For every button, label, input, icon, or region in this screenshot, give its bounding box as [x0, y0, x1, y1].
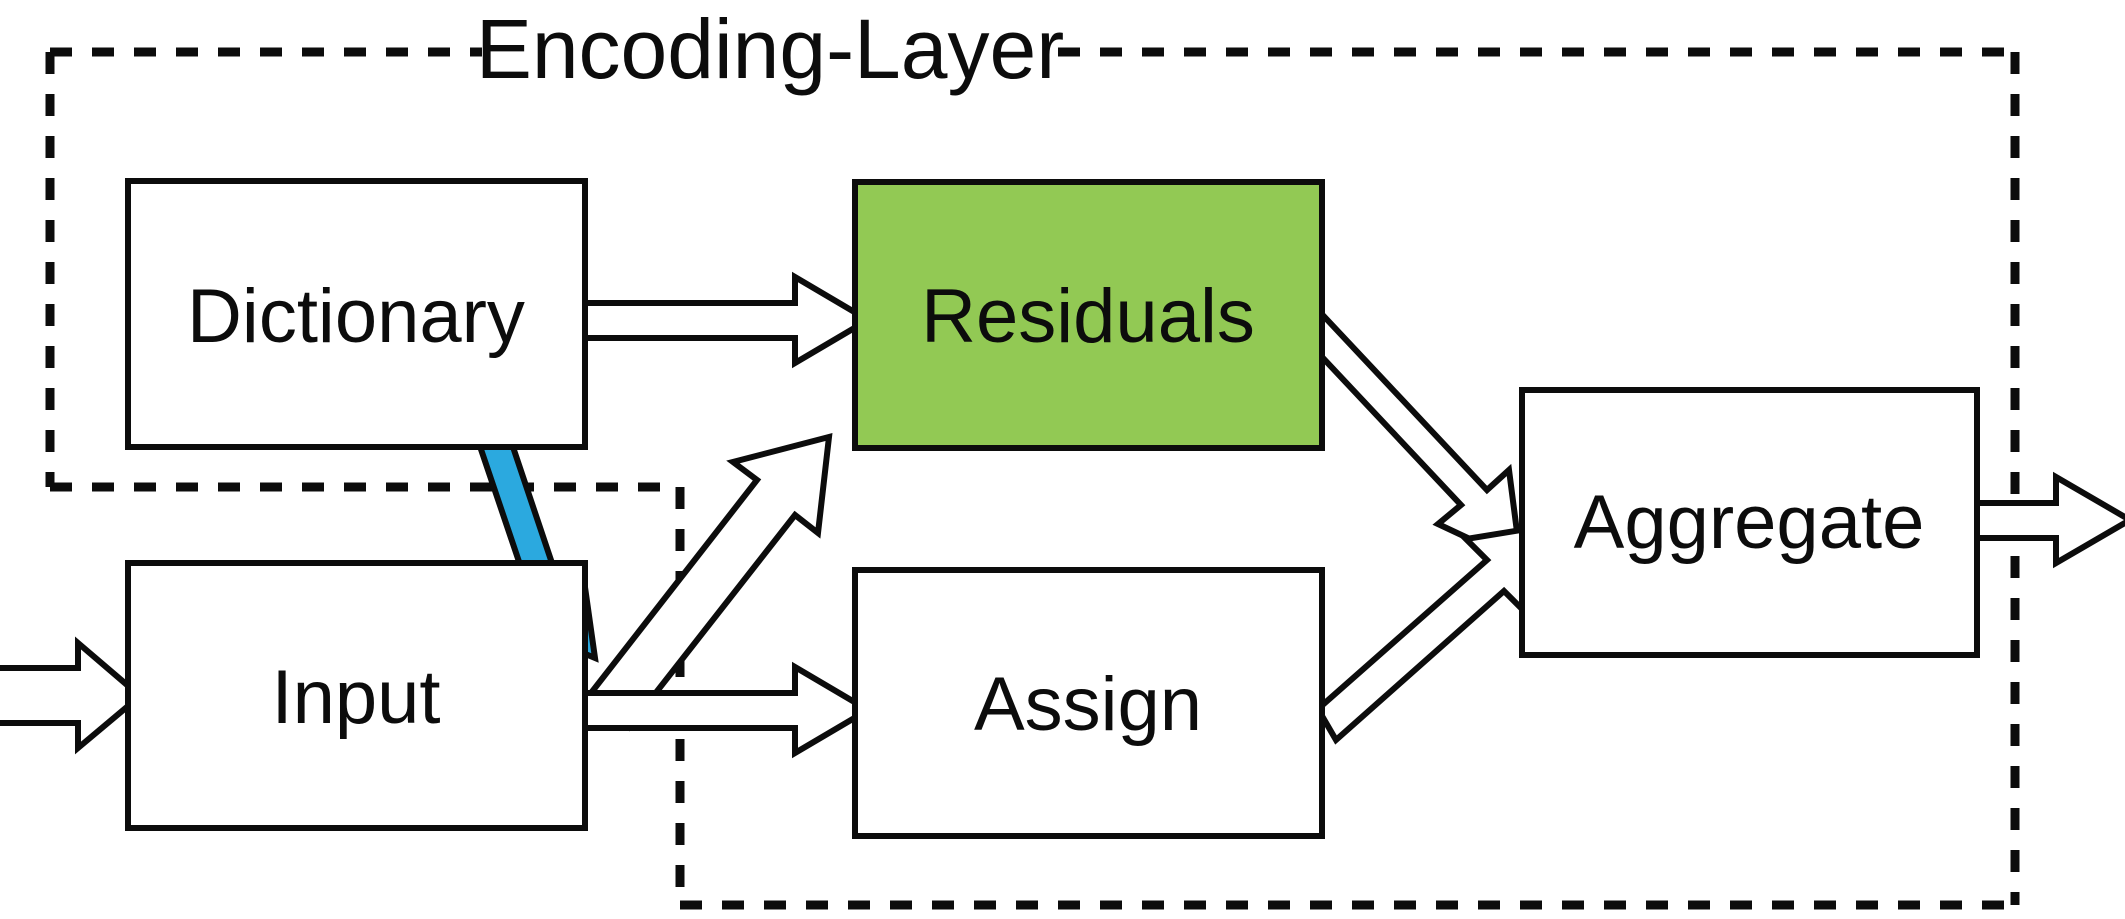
node-dictionary-box[interactable]: [125, 178, 588, 450]
node-layer: Dictionary Input Residuals Assign Aggreg…: [125, 178, 1980, 839]
node-dictionary-label: Dictionary: [187, 274, 525, 359]
encoding-layer-group-border: [45, 47, 2020, 910]
node-aggregate-label: Aggregate: [1574, 480, 1925, 565]
node-assign[interactable]: Assign: [852, 567, 1325, 839]
node-dictionary[interactable]: Dictionary: [125, 178, 588, 450]
node-assign-label: Assign: [974, 662, 1202, 747]
node-assign-box[interactable]: [852, 567, 1325, 839]
encoding-layer-title: Encoding-Layer: [476, 2, 1064, 96]
node-aggregate-box[interactable]: [1519, 387, 1980, 658]
node-input-label: Input: [271, 655, 440, 740]
edge-dictionary-residuals: [580, 271, 874, 369]
node-aggregate[interactable]: Aggregate: [1519, 387, 1980, 658]
edge-aggregate-out: [1969, 471, 2125, 569]
edge-layer: [0, 226, 2125, 759]
node-input[interactable]: Input: [125, 560, 588, 831]
node-residuals[interactable]: Residuals: [852, 179, 1325, 451]
node-residuals-box[interactable]: [852, 179, 1325, 451]
node-input-box[interactable]: [125, 560, 588, 831]
edge-input-assign: [580, 661, 874, 759]
edge-residuals-aggregate: [1287, 306, 1525, 569]
node-residuals-label: Residuals: [921, 274, 1255, 359]
edge-input-in: [0, 636, 145, 755]
